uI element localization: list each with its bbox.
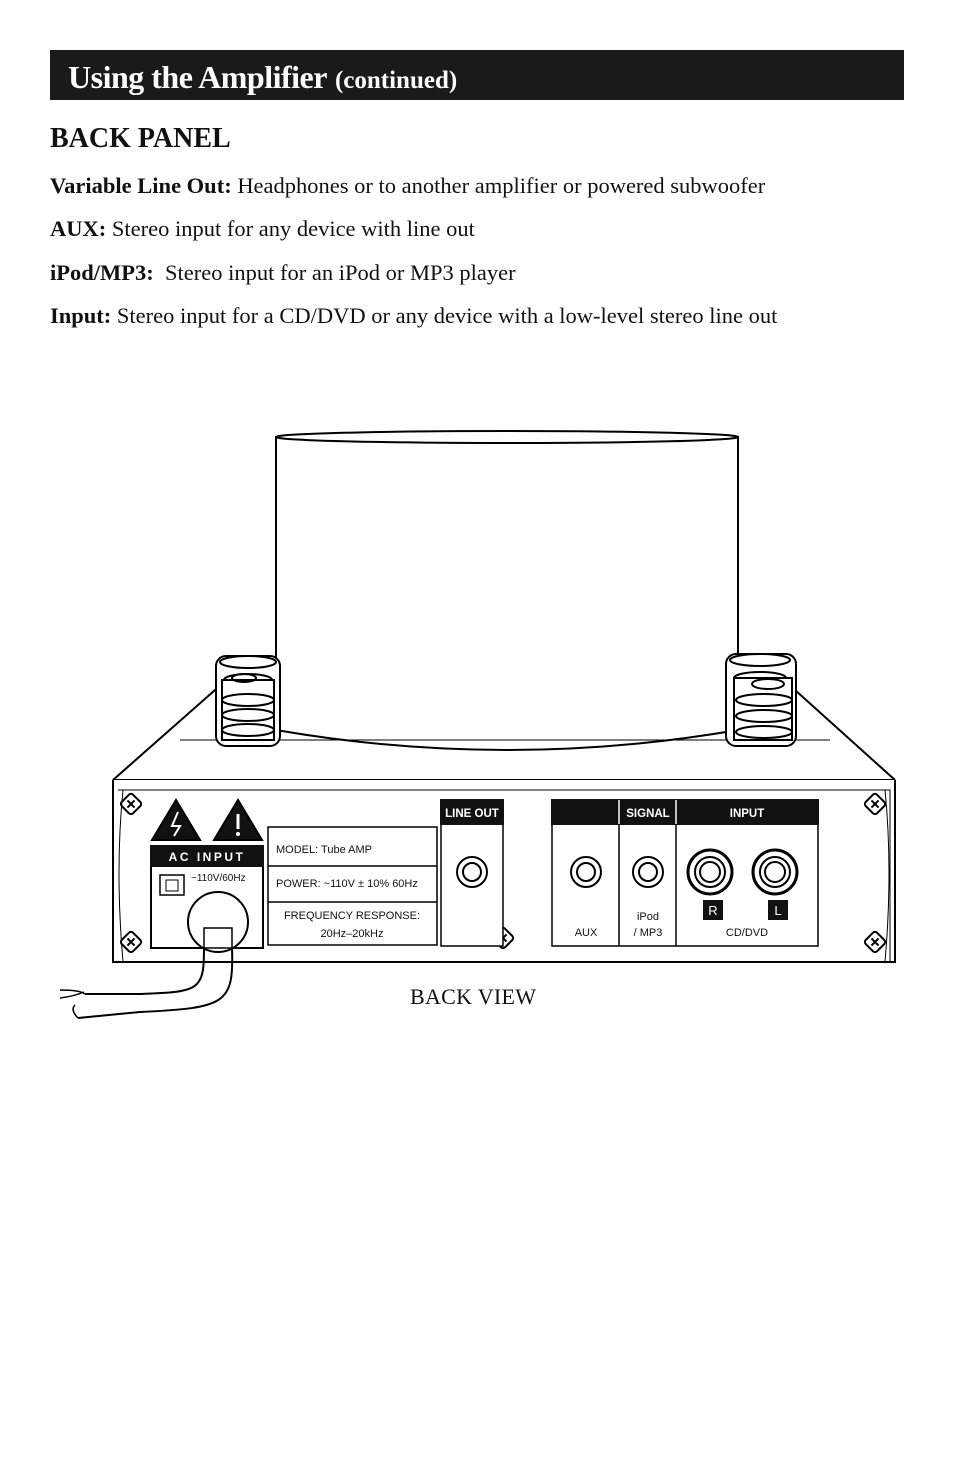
figure-caption: BACK VIEW xyxy=(410,984,537,1009)
item-label: Variable Line Out: xyxy=(50,173,232,198)
header-bar: Using the Amplifier (continued) xyxy=(50,50,904,100)
left-binding-posts xyxy=(215,655,281,747)
signal-input-block xyxy=(551,799,819,947)
item-label: AUX: xyxy=(50,216,107,241)
aux-label: AUX xyxy=(575,927,598,939)
model-label: MODEL: Tube AMP xyxy=(276,844,372,856)
right-channel-label: R xyxy=(708,903,717,918)
right-binding-posts xyxy=(725,653,797,747)
item-input: Input: Stereo input for a CD/DVD or any … xyxy=(50,302,777,329)
item-text: Stereo input for an iPod or MP3 player xyxy=(153,260,516,285)
item-label: iPod/MP3: xyxy=(50,260,154,285)
line-out-block xyxy=(440,799,504,947)
power-cord xyxy=(59,947,234,1019)
amplifier-back-view-illustration: AC INPUT ~110V/60Hz MODEL: Tube AMP POWE… xyxy=(50,420,910,1040)
line-out-label: LINE OUT xyxy=(445,808,499,820)
item-variable-line-out: Variable Line Out: Headphones or to anot… xyxy=(50,172,765,199)
ac-input-label: AC INPUT xyxy=(169,850,246,864)
mp3-label: / MP3 xyxy=(634,927,663,939)
cd-dvd-label: CD/DVD xyxy=(726,927,768,939)
left-channel-label: L xyxy=(774,903,781,918)
frequency-response-label: FREQUENCY RESPONSE: xyxy=(284,910,420,922)
warning-icons xyxy=(150,798,264,841)
spec-label-box xyxy=(267,826,438,946)
input-label: INPUT xyxy=(730,808,765,820)
ac-input-block xyxy=(150,845,264,953)
item-text: Headphones or to another amplifier or po… xyxy=(231,173,766,198)
item-aux: AUX: Stereo input for any device with li… xyxy=(50,215,475,242)
page-title: Using the Amplifier xyxy=(68,59,327,95)
item-label: Input: xyxy=(50,303,112,328)
frequency-response-value: 20Hz–20kHz xyxy=(321,928,384,940)
section-heading: BACK PANEL xyxy=(50,123,231,154)
page-title-continued: (continued) xyxy=(334,67,458,94)
signal-label: SIGNAL xyxy=(626,808,669,820)
item-text: Stereo input for a CD/DVD or any device … xyxy=(111,303,778,328)
transformer-cover xyxy=(275,430,739,751)
ac-rating-label: ~110V/60Hz xyxy=(191,873,246,884)
item-ipod-mp3: iPod/MP3: Stereo input for an iPod or MP… xyxy=(50,259,516,286)
ipod-label: iPod xyxy=(637,911,659,923)
power-label: POWER: ~110V ± 10% 60Hz xyxy=(276,878,418,890)
item-text: Stereo input for any device with line ou… xyxy=(106,216,475,241)
